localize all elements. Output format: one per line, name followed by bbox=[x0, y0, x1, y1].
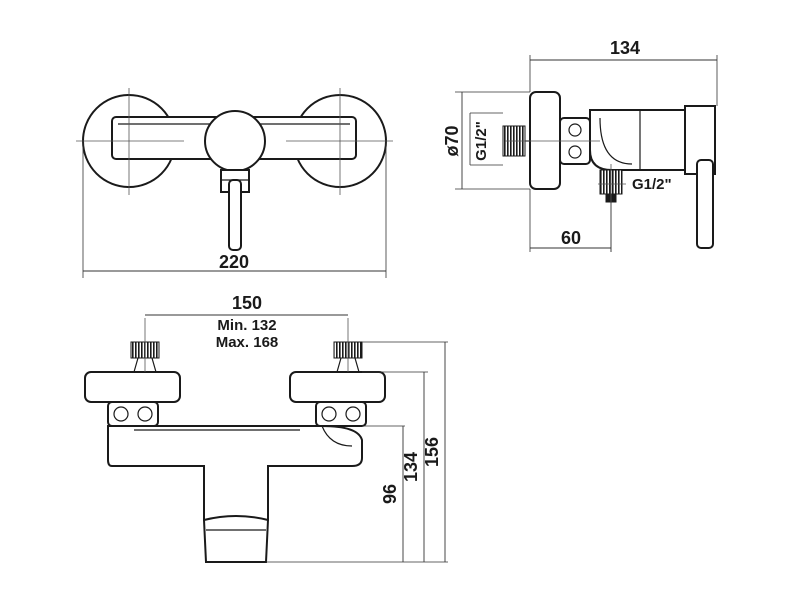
mixer-body-bottom bbox=[107, 425, 363, 521]
bottom-view: 150 Min. 132 Max. 168 96 134 156 bbox=[84, 293, 448, 563]
wall-rosette bbox=[529, 91, 561, 190]
depth-label: 134 bbox=[610, 38, 640, 58]
cartridge-body bbox=[589, 109, 686, 171]
right-rosette-bottom bbox=[289, 371, 386, 403]
handle-hub bbox=[204, 110, 266, 172]
rosette-diameter-label: ø70 bbox=[442, 125, 462, 156]
min-distance-label: Min. 132 bbox=[217, 317, 276, 334]
front-view: 220 bbox=[76, 88, 393, 278]
lever-handle bbox=[228, 179, 242, 251]
outlet-offset-label: 60 bbox=[561, 228, 581, 248]
left-eccentric bbox=[107, 401, 159, 427]
height-134-label: 134 bbox=[401, 452, 421, 482]
side-lever bbox=[696, 159, 714, 249]
outlet-thread-label: G1/2" bbox=[632, 176, 672, 193]
center-distance-label: 150 bbox=[232, 293, 262, 313]
left-rosette-bottom bbox=[84, 371, 181, 403]
height-96-label: 96 bbox=[380, 484, 400, 504]
width-label: 220 bbox=[219, 252, 249, 272]
outlet-nozzle bbox=[202, 515, 270, 563]
max-distance-label: Max. 168 bbox=[216, 334, 279, 351]
height-156-label: 156 bbox=[422, 437, 442, 467]
side-view: 134 ø70 G1/2" G1/2" 60 bbox=[442, 38, 718, 252]
right-eccentric bbox=[315, 401, 367, 427]
inlet-thread-label: G1/2" bbox=[473, 121, 490, 161]
